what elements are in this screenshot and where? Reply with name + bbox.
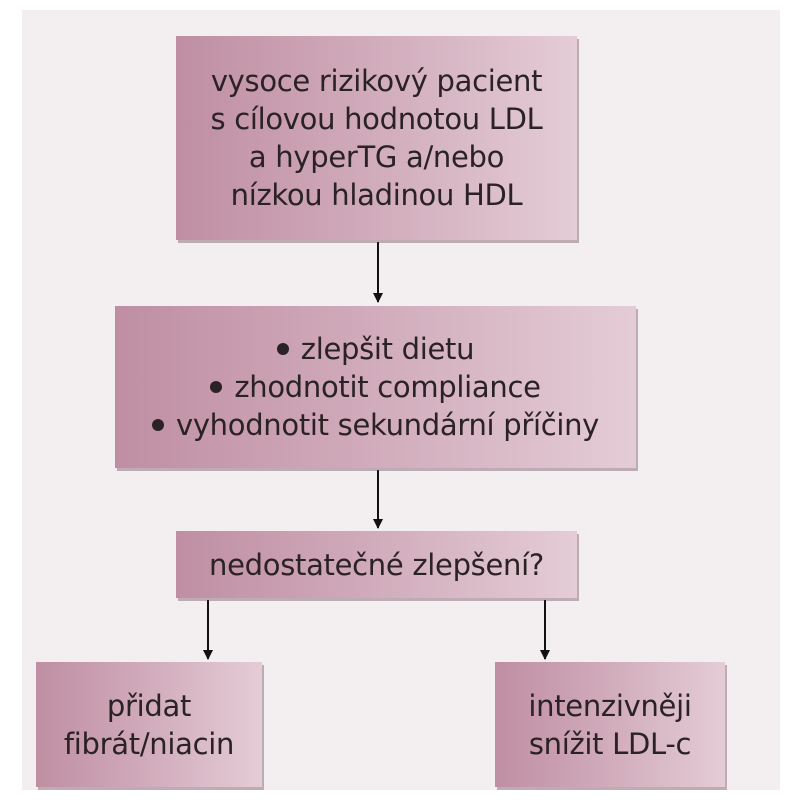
node-text-line: vysoce rizikový pacient [210,64,543,98]
bullet-item-text: vyhodnotit sekundární příčiny [175,408,600,442]
bullet-item-text: zhodnotit compliance [234,370,541,404]
node-text-line: fibrát/niacin [63,726,235,761]
node-high-risk-patient: vysoce rizikový pacient s cílovou hodnot… [176,36,577,240]
node-text-line: intenzivněji [528,688,692,723]
node-lifestyle-steps: zlepšit dietu zhodnotit compliance vyhod… [115,306,636,468]
bullet-icon [210,381,223,393]
node-text-line: a hyperTG a/nebo [248,140,505,174]
node-text-line: snížit LDL-c [528,726,692,761]
node-text-line: s cílovou hodnotou LDL [210,102,543,136]
bullet-item: vyhodnotit sekundární příčiny [151,406,600,444]
node-add-fibrate: přidat fibrát/niacin [36,662,262,787]
bullet-item-text: zlepšit dietu [300,332,475,366]
bullet-icon [151,419,164,431]
bullet-icon [276,343,289,355]
node-insufficient-improvement: nedostatečné zlepšení? [176,531,577,598]
bullet-item: zlepšit dietu [276,330,475,368]
node-text-line: nízkou hladinou HDL [230,178,523,212]
node-text-line: nedostatečné zlepšení? [209,547,544,582]
bullet-item: zhodnotit compliance [210,368,541,406]
node-text-line: přidat [106,688,192,723]
node-lower-ldl: intenzivněji snížit LDL-c [495,662,725,787]
